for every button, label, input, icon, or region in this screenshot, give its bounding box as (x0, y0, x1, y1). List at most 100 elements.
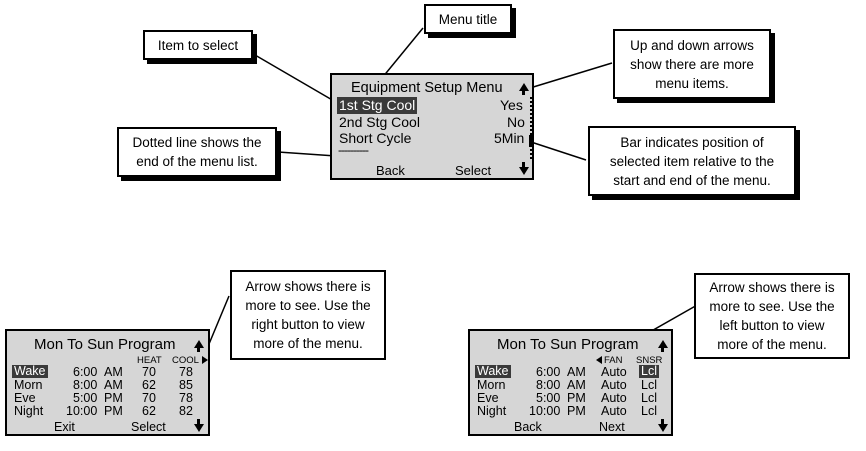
ampm-value[interactable]: PM (104, 404, 123, 418)
menu-item-value: No (507, 114, 525, 130)
program-screen-heat-cool: Mon To Sun Program HEAT COOL Wake 6:00 A… (5, 329, 210, 436)
exit-button[interactable]: Exit (54, 420, 75, 434)
time-value[interactable]: 10:00 (529, 404, 561, 418)
time-value[interactable]: 6:00 (536, 365, 561, 379)
callout-arrow-left: Arrow shows there is more to see. Use th… (694, 273, 850, 359)
time-value[interactable]: 5:00 (73, 391, 98, 405)
time-value[interactable]: 6:00 (73, 365, 98, 379)
right-arrow-icon (202, 356, 208, 364)
callout-more-items: Up and down arrows show there are more m… (613, 29, 771, 99)
sensor-value[interactable]: Lcl (641, 404, 657, 418)
callout-line: more to see. Use the (709, 299, 835, 314)
callout-bar-indicates: Bar indicates position of selected item … (588, 126, 796, 196)
ampm-value[interactable]: PM (567, 404, 586, 418)
period-wake[interactable]: Wake (12, 364, 48, 378)
down-arrow-icon (658, 424, 668, 432)
up-arrow-stem (661, 347, 664, 352)
callout-line: Bar indicates position of (620, 134, 764, 150)
heat-value[interactable]: 70 (142, 365, 156, 379)
ampm-value[interactable]: AM (104, 365, 123, 379)
period-wake[interactable]: Wake (475, 364, 511, 378)
back-button[interactable]: Back (514, 420, 542, 434)
leader-more-items (529, 62, 613, 89)
heat-value[interactable]: 62 (142, 404, 156, 418)
cool-value[interactable]: 78 (179, 391, 193, 405)
time-value[interactable]: 8:00 (73, 378, 98, 392)
menu-item-1st-stg-cool[interactable]: 1st Stg Cool (337, 97, 418, 114)
screen-title: Mon To Sun Program (497, 336, 639, 353)
equipment-setup-screen: Equipment Setup Menu 1st Stg Cool Yes 2n… (330, 73, 534, 180)
fan-value[interactable]: Auto (601, 404, 627, 418)
callout-line: selected item relative to the (609, 153, 775, 169)
select-button[interactable]: Select (131, 420, 166, 434)
leader-item-to-select (254, 54, 335, 102)
down-arrow-stem (522, 162, 525, 167)
leader-menu-title (381, 27, 424, 79)
callout-arrow-right: Arrow shows there is more to see. Use th… (230, 270, 386, 360)
menu-item-short-cycle[interactable]: Short Cycle (339, 130, 412, 146)
up-arrow-icon (519, 83, 529, 91)
cool-value[interactable]: 78 (179, 365, 193, 379)
period-eve[interactable]: Eve (14, 391, 36, 405)
callout-line: Up and down arrows (630, 37, 754, 53)
period-night[interactable]: Night (14, 404, 44, 418)
ampm-value[interactable]: PM (104, 391, 123, 405)
down-arrow-icon (519, 167, 529, 175)
callout-line: menu items. (655, 75, 729, 91)
callout-menu-title: Menu title (424, 4, 512, 34)
callout-line: end of the menu list. (136, 154, 258, 169)
ampm-value[interactable]: PM (567, 391, 586, 405)
callout-line: left button to view (719, 318, 825, 333)
screen-title: Equipment Setup Menu (351, 80, 503, 96)
up-arrow-stem (522, 90, 525, 95)
cool-value[interactable]: 85 (179, 378, 193, 392)
heat-value[interactable]: 70 (142, 391, 156, 405)
menu-item-value: 5Min (494, 130, 525, 146)
column-header-heat: HEAT (137, 355, 162, 366)
period-night[interactable]: Night (477, 404, 507, 418)
ampm-value[interactable]: AM (104, 378, 123, 392)
ampm-value[interactable]: AM (567, 365, 586, 379)
back-button[interactable]: Back (376, 163, 405, 178)
callout-line: more to see. Use the (245, 298, 371, 313)
fan-value[interactable]: Auto (601, 378, 627, 392)
column-header-snsr: SNSR (636, 355, 663, 366)
up-arrow-icon (194, 340, 204, 348)
callout-line: more of the menu. (253, 336, 363, 351)
callout-dotted-line: Dotted line shows the end of the menu li… (117, 127, 277, 177)
column-header-cool: COOL (172, 355, 199, 366)
menu-item-2nd-stg-cool[interactable]: 2nd Stg Cool (339, 114, 420, 130)
down-arrow-stem (661, 419, 664, 424)
program-screen-fan-sensor: Mon To Sun Program FAN SNSR Wake 6:00 AM… (468, 329, 673, 436)
down-arrow-stem (197, 419, 200, 424)
fan-value[interactable]: Auto (601, 365, 627, 379)
callout-line: Arrow shows there is (245, 279, 371, 294)
up-arrow-icon (658, 340, 668, 348)
period-morn[interactable]: Morn (14, 378, 43, 392)
sensor-value[interactable]: Lcl (641, 378, 657, 392)
leader-dotted-line (277, 151, 337, 157)
period-morn[interactable]: Morn (477, 378, 506, 392)
callout-item-to-select-text: Item to select (157, 37, 239, 53)
fan-value[interactable]: Auto (601, 391, 627, 405)
heat-value[interactable]: 62 (142, 378, 156, 392)
time-value[interactable]: 8:00 (536, 378, 561, 392)
next-button[interactable]: Next (599, 420, 625, 434)
time-value[interactable]: 10:00 (66, 404, 98, 418)
sensor-value[interactable]: Lcl (641, 391, 657, 405)
down-arrow-icon (194, 424, 204, 432)
left-arrow-icon (596, 356, 602, 364)
select-button[interactable]: Select (455, 163, 492, 178)
time-value[interactable]: 5:00 (536, 391, 561, 405)
leader-bar-indicates (527, 140, 587, 161)
callout-line: more of the menu. (717, 337, 827, 352)
end-of-list-marker: ---------- (338, 143, 369, 157)
screen-title: Mon To Sun Program (34, 336, 176, 353)
column-header-fan: FAN (604, 355, 623, 366)
cool-value[interactable]: 82 (179, 404, 193, 418)
scroll-track (530, 97, 532, 159)
ampm-value[interactable]: AM (567, 378, 586, 392)
period-eve[interactable]: Eve (477, 391, 499, 405)
up-arrow-stem (197, 347, 200, 352)
sensor-value[interactable]: Lcl (639, 364, 659, 378)
